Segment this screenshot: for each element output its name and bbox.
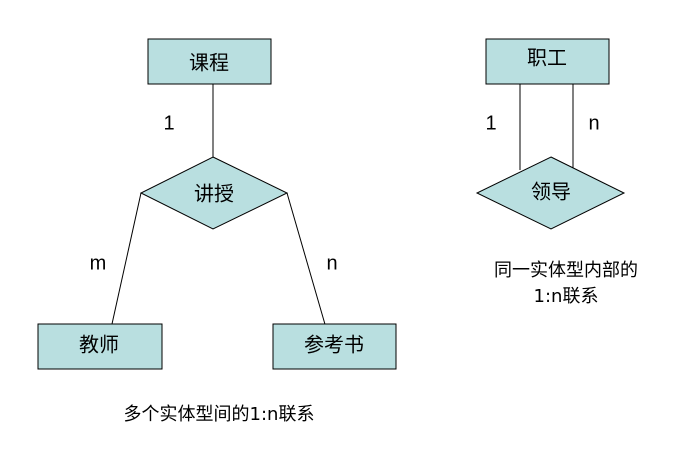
relationship-teach-label: 讲授 <box>194 182 234 206</box>
relationship-lead[interactable]: 领导 <box>475 156 626 230</box>
right-diagram-caption-line2: 1:n联系 <box>534 286 599 307</box>
entity-reference-book-label: 参考书 <box>304 333 364 357</box>
entity-teacher-box <box>37 323 163 370</box>
entity-employee[interactable]: 职工 <box>485 38 610 85</box>
entity-reference-book[interactable]: 参考书 <box>272 323 397 370</box>
entity-reference-book-box <box>272 323 397 370</box>
entity-employee-box <box>485 38 610 85</box>
relationship-lead-label: 领导 <box>531 180 571 204</box>
right-diagram-edges <box>519 84 574 170</box>
entity-teacher-label: 教师 <box>79 333 119 357</box>
relationship-teach[interactable]: 讲授 <box>139 156 289 230</box>
entity-course[interactable]: 课程 <box>147 38 272 85</box>
cardinality-reference-book: n <box>326 252 337 274</box>
cardinality-lead-left: 1 <box>485 112 496 134</box>
cardinality-course: 1 <box>163 112 174 134</box>
cardinality-teacher: m <box>90 252 107 274</box>
edge-teach-to-teacher <box>111 192 142 325</box>
relationship-lead-diamond <box>475 156 626 230</box>
entity-course-label: 课程 <box>189 51 229 75</box>
left-diagram-caption: 多个实体型间的1:n联系 <box>124 404 315 425</box>
relationship-teach-diamond <box>139 156 289 230</box>
entity-course-box <box>147 38 272 85</box>
right-diagram-caption-line1: 同一实体型内部的 <box>494 260 638 281</box>
cardinality-lead-right: n <box>588 112 599 134</box>
entity-teacher[interactable]: 教师 <box>37 323 163 370</box>
entity-employee-label: 职工 <box>527 46 567 70</box>
